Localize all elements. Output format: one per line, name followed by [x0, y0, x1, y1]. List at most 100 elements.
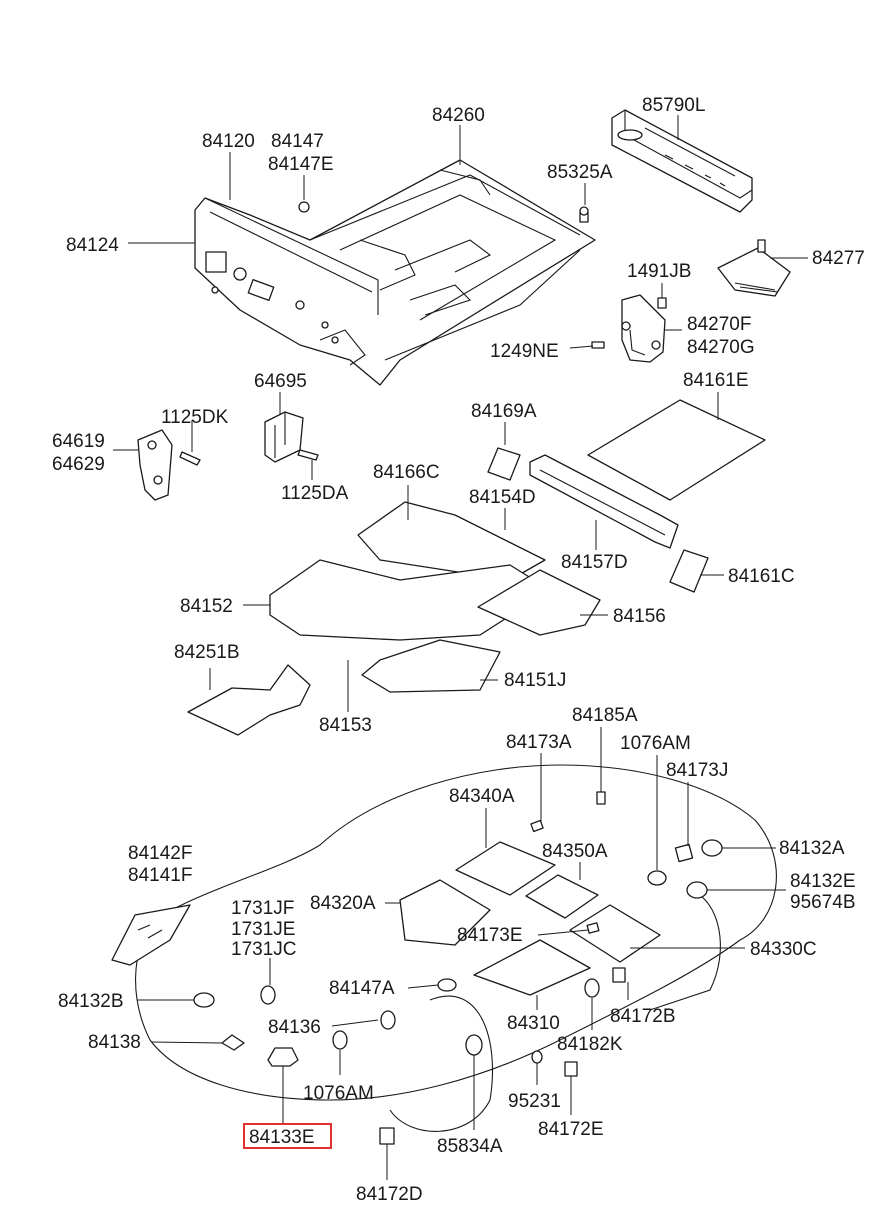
label-95674B: 95674B	[790, 892, 856, 913]
part-1731JF-grommet	[260, 985, 276, 1005]
part-84156-mat	[477, 569, 601, 636]
part-84161C-pad	[669, 549, 709, 593]
part-84157D-beam	[529, 454, 679, 549]
label-84136: 84136	[268, 1017, 321, 1038]
label-84161E: 84161E	[683, 370, 749, 391]
label-84173A: 84173A	[506, 732, 572, 753]
label-84151J: 84151J	[504, 670, 566, 691]
label-64695: 64695	[254, 371, 307, 392]
label-84182K: 84182K	[557, 1034, 623, 1055]
part-95231-plug	[531, 1050, 543, 1064]
part-labels: 84260 84120 84147 84147E 85790L 85325A 8…	[52, 95, 865, 1205]
part-84133E-clip	[267, 1047, 299, 1067]
part-1125DA-bolt	[297, 449, 319, 461]
part-1076AM-plug-bottom	[332, 1030, 348, 1050]
label-1076AM-bottom: 1076AM	[303, 1083, 374, 1104]
label-84157D: 84157D	[561, 552, 628, 573]
label-1491JB: 1491JB	[627, 261, 691, 282]
label-84173J: 84173J	[666, 760, 728, 781]
label-84310: 84310	[507, 1013, 560, 1034]
part-84147A-plug	[437, 978, 457, 992]
part-84132B-plug	[193, 992, 215, 1008]
part-84330C-mat	[569, 904, 661, 963]
part-1076AM-plug-top	[647, 870, 667, 886]
part-84251B-mat	[187, 664, 311, 736]
part-84270-bracket	[621, 294, 666, 363]
label-84147: 84147	[271, 131, 324, 152]
part-84172B-pad	[612, 967, 626, 983]
label-1125DA: 1125DA	[281, 483, 349, 504]
part-85325A-clip	[579, 206, 589, 223]
part-84172D-pad	[379, 1127, 395, 1145]
label-64629: 64629	[52, 454, 105, 475]
label-1731JF: 1731JF	[231, 898, 294, 919]
label-1249NE: 1249NE	[490, 341, 559, 362]
leader-lines	[113, 115, 808, 1180]
part-1125DK-bolt	[179, 451, 201, 466]
part-84132E-plug	[686, 881, 708, 899]
label-1125DK: 1125DK	[161, 407, 229, 428]
part-84340A-mat	[455, 841, 556, 896]
label-1076AM-top: 1076AM	[620, 733, 691, 754]
label-84161C: 84161C	[728, 566, 795, 587]
label-85790L: 85790L	[642, 95, 705, 116]
label-84185A: 84185A	[572, 705, 638, 726]
label-84320A: 84320A	[310, 893, 376, 914]
label-84156: 84156	[613, 606, 666, 627]
part-84350A-mat	[525, 874, 599, 919]
label-84169A: 84169A	[471, 401, 537, 422]
part-1249NE-screw	[591, 341, 605, 349]
label-84172E: 84172E	[538, 1119, 604, 1140]
floor-pan-assembly	[194, 159, 596, 386]
part-84310-mat	[473, 939, 591, 996]
label-84251B: 84251B	[174, 642, 240, 663]
label-84152: 84152	[180, 596, 233, 617]
part-64695-bracket	[264, 411, 304, 463]
part-84173J-pad	[674, 843, 694, 863]
part-84172E-pad	[564, 1061, 578, 1077]
part-85790L-bracket	[611, 109, 753, 213]
label-84277: 84277	[812, 248, 865, 269]
label-1731JC: 1731JC	[231, 939, 297, 960]
part-84138-pad	[221, 1034, 245, 1051]
label-84141F: 84141F	[128, 865, 192, 886]
label-84147A: 84147A	[329, 978, 395, 999]
label-84270G: 84270G	[687, 337, 755, 358]
label-84154D: 84154D	[469, 487, 536, 508]
floor-mats	[187, 501, 601, 736]
part-84136-plug	[380, 1010, 396, 1030]
label-64619: 64619	[52, 431, 105, 452]
label-85834A: 85834A	[437, 1136, 503, 1157]
label-84350A: 84350A	[542, 841, 608, 862]
label-84173E: 84173E	[457, 925, 523, 946]
part-84161E-mat	[587, 399, 766, 501]
label-84124: 84124	[66, 235, 119, 256]
part-64619-bracket	[137, 429, 173, 501]
part-84173A-pad	[530, 819, 544, 833]
label-84132B: 84132B	[58, 991, 124, 1012]
label-1731JE: 1731JE	[231, 919, 295, 940]
label-84270F: 84270F	[687, 314, 751, 335]
part-84169A-pad	[487, 447, 521, 481]
label-84132A: 84132A	[779, 838, 845, 859]
part-84277-panel	[717, 239, 791, 297]
label-84142F: 84142F	[128, 843, 192, 864]
label-84133E: 84133E	[249, 1127, 315, 1148]
label-84138: 84138	[88, 1032, 141, 1053]
part-85834A-plug	[465, 1034, 483, 1056]
label-85325A: 85325A	[547, 162, 613, 183]
part-84151J-mat	[361, 639, 501, 693]
part-84166C-mat	[357, 501, 546, 581]
label-84120: 84120	[202, 131, 255, 152]
part-84132A-plug	[701, 839, 723, 857]
highlight-box	[243, 1123, 332, 1149]
part-84142F-trim	[111, 904, 191, 966]
label-84330C: 84330C	[750, 939, 817, 960]
part-84173E-pad	[586, 922, 600, 934]
part-84320A-mat	[399, 879, 491, 946]
label-84132E: 84132E	[790, 871, 856, 892]
part-84147-nut	[298, 201, 310, 213]
label-84172D: 84172D	[356, 1184, 423, 1205]
label-95231: 95231	[508, 1091, 561, 1112]
